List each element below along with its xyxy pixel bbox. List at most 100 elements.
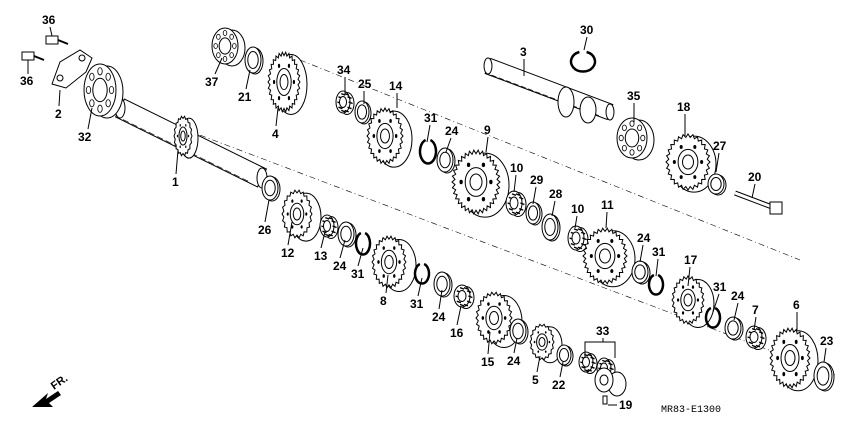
callout-37: 37	[205, 75, 219, 89]
parts-layer	[21, 27, 835, 405]
washer-29	[525, 201, 543, 226]
washer-24-b	[337, 221, 357, 248]
callout-29: 29	[530, 173, 544, 187]
gear-11	[582, 227, 636, 288]
callout-11: 11	[601, 198, 614, 212]
circlip-31-c	[413, 262, 431, 285]
callout-1: 1	[172, 175, 179, 189]
bushing-13	[319, 214, 339, 239]
bolt-36-left	[21, 51, 45, 61]
callout-30: 30	[580, 23, 594, 37]
callout-17: 17	[684, 253, 698, 267]
callout-21: 21	[238, 90, 252, 104]
washer-28	[541, 213, 561, 242]
washer-23	[813, 361, 835, 392]
washer-26	[261, 175, 281, 202]
callout-28: 28	[549, 187, 563, 201]
circlip-31-d	[647, 273, 665, 296]
callout-31-b: 31	[351, 267, 365, 281]
needle-bearing-10-a	[505, 190, 527, 217]
callout-5: 5	[532, 373, 539, 387]
callout-31-a: 31	[424, 111, 438, 125]
callout-22: 22	[552, 378, 566, 392]
circlip-30	[569, 50, 597, 73]
callout-23: 23	[820, 334, 834, 348]
gear-17	[671, 275, 715, 328]
drawing-code: MR83-E1300	[661, 405, 721, 416]
front-direction-label: FR.	[49, 372, 70, 392]
callout-31-d: 31	[652, 245, 666, 259]
needle-bearing-10-b	[567, 225, 589, 252]
front-direction-arrow: FR.	[32, 372, 70, 407]
callout-6: 6	[793, 298, 800, 312]
callouts-layer: 36 36 2 32 37 21 4 1 34 25 14 31	[20, 13, 834, 412]
bolt-36-top	[45, 35, 69, 45]
callout-36-left: 36	[20, 74, 34, 88]
bolt-20	[734, 190, 783, 215]
gear-14	[366, 106, 413, 168]
pin-19	[602, 395, 608, 405]
callout-34: 34	[337, 63, 351, 77]
collar-33	[594, 367, 627, 397]
bearing-35	[616, 117, 655, 161]
callout-10-b: 10	[571, 202, 585, 216]
circlip-31-e	[704, 306, 722, 329]
callout-27: 27	[713, 139, 727, 153]
washer-24-d	[509, 318, 529, 345]
countershaft-collar	[557, 86, 575, 118]
callout-36-top: 36	[42, 13, 56, 27]
callout-8: 8	[380, 294, 387, 308]
callout-24-a: 24	[445, 124, 459, 138]
callout-35: 35	[627, 89, 641, 103]
countershaft-flange	[579, 96, 597, 124]
bearing-set-plate	[51, 49, 93, 89]
needle-bearing-33a	[578, 351, 598, 374]
callout-24-f: 24	[731, 289, 745, 303]
washer-22	[556, 344, 574, 367]
callout-24-b: 24	[333, 259, 347, 273]
countershaft-axis	[299, 59, 801, 261]
callout-31-c: 31	[410, 297, 424, 311]
callout-15: 15	[481, 355, 495, 369]
callout-13: 13	[314, 249, 328, 263]
washer-24-f	[724, 316, 744, 341]
washer-25	[354, 100, 372, 125]
gear-12	[281, 189, 322, 242]
callout-9: 9	[484, 123, 491, 137]
callout-16: 16	[450, 326, 464, 340]
callout-12: 12	[281, 246, 295, 260]
callout-33: 33	[596, 324, 610, 338]
callout-10-a: 10	[510, 161, 524, 175]
callout-20: 20	[748, 170, 762, 184]
gear-8	[371, 235, 417, 292]
mainshaft-integral-gear	[173, 115, 199, 159]
callout-3: 3	[520, 45, 527, 59]
callout-24-e: 24	[637, 231, 651, 245]
callout-14: 14	[389, 79, 403, 93]
needle-bearing-34	[335, 90, 355, 115]
gear-6	[769, 327, 819, 392]
callout-4: 4	[272, 127, 279, 141]
callout-26: 26	[258, 223, 272, 237]
needle-bearing-7	[745, 325, 767, 350]
gear-5	[529, 323, 563, 364]
mainshaft-axis	[114, 102, 836, 376]
callout-19: 19	[619, 398, 633, 412]
callout-24-d: 24	[507, 354, 521, 368]
washer-21	[244, 46, 264, 75]
bearing-32	[83, 63, 124, 119]
washer-27	[707, 173, 727, 196]
gear-9	[451, 148, 510, 218]
callout-24-c: 24	[432, 310, 446, 324]
circlip-31-a	[418, 138, 438, 165]
gear-4	[267, 50, 308, 115]
needle-bearing-16	[453, 284, 475, 309]
washer-24-e	[631, 260, 651, 285]
callout-18: 18	[677, 100, 691, 114]
callout-7: 7	[752, 303, 759, 317]
callout-2: 2	[55, 107, 62, 121]
bearing-37	[211, 27, 246, 67]
washer-24-c	[433, 271, 453, 298]
circlip-31-b	[354, 231, 372, 256]
